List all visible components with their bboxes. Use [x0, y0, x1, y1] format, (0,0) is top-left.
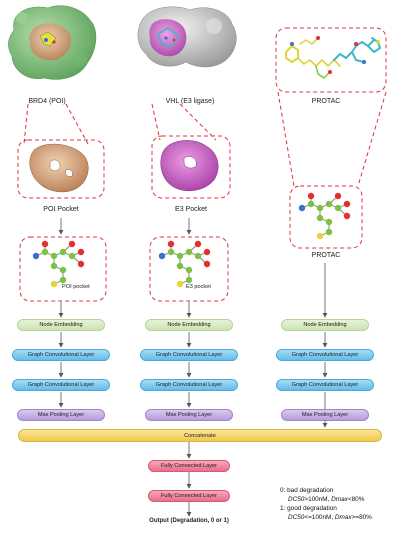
- output-label: Output (Degradation, 0 or 1): [149, 518, 229, 524]
- poi-graph-atom: [50, 262, 58, 270]
- e3-node-embedding: Node Embedding: [145, 319, 233, 331]
- flow-arrows: [58, 218, 328, 517]
- protac-graph-atom: [316, 214, 324, 222]
- poi-pocket-shape: [29, 143, 89, 193]
- e3-graph-atom: [176, 280, 184, 288]
- protac-graph-atom: [325, 200, 333, 208]
- poi-max-pooling: Max Pooling Layer: [17, 409, 105, 421]
- poi-graph-atom: [32, 252, 40, 260]
- protac-node-embedding: Node Embedding: [281, 319, 369, 331]
- e3-graph-atom: [203, 260, 211, 268]
- e3-graph-atom: [203, 248, 211, 256]
- protac-structure-box: [275, 27, 387, 93]
- protac-protein-label: PROTAC: [311, 98, 341, 105]
- protac-graph-atom: [325, 218, 333, 226]
- poi-graph-atom: [68, 252, 76, 260]
- e3-graph-box: [149, 236, 229, 302]
- protac-graph-atom: [316, 204, 324, 212]
- protac-gcn-layer-2: Graph Convolutional Layer: [276, 379, 374, 391]
- e3-graph-atom: [194, 252, 202, 260]
- poi-graph-atom: [59, 276, 67, 284]
- e3-pocket-box: [151, 135, 231, 199]
- protac-graph-atom: [343, 212, 351, 220]
- protac-graph-atom: [298, 204, 306, 212]
- poi-graph-atom: [68, 240, 76, 248]
- e3-graph-atom: [158, 252, 166, 260]
- e3-max-pooling: Max Pooling Layer: [145, 409, 233, 421]
- e3-graph-atom: [185, 266, 193, 274]
- protac-graph-atom: [325, 228, 333, 236]
- poi-pocket-box: [17, 139, 105, 199]
- e3-protein-label: VHL (E3 ligase): [165, 98, 215, 105]
- e3-pocket-shape: [160, 140, 219, 192]
- poi-molecular-graph: [32, 240, 85, 288]
- poi-graph-atom: [41, 248, 49, 256]
- protac-graph-atom: [334, 192, 342, 200]
- poi-gcn-layer-1: Graph Convolutional Layer: [12, 349, 110, 361]
- poi-graph-atom: [59, 248, 67, 256]
- e3-graph-atom: [176, 252, 184, 260]
- poi-protein-label: BRD4 (POI): [28, 98, 66, 105]
- e3-molecular-graph: [158, 240, 211, 288]
- fully-connected-layer-1: Fully Connected Layer: [148, 460, 230, 472]
- e3-gcn-layer-2: Graph Convolutional Layer: [140, 379, 238, 391]
- legend-bad-title: 0: bad degradation: [280, 487, 334, 494]
- poi-graph-atom: [50, 252, 58, 260]
- poi-node-embedding: Node Embedding: [17, 319, 105, 331]
- protac-graph-box: [289, 185, 363, 249]
- poi-gcn-layer-2: Graph Convolutional Layer: [12, 379, 110, 391]
- e3-pocket-label: E3 Pocket: [175, 206, 207, 213]
- protac-max-pooling: Max Pooling Layer: [281, 409, 369, 421]
- poi-graph-atom: [77, 260, 85, 268]
- poi-graph-atom: [50, 280, 58, 288]
- protac-graph-atom: [334, 204, 342, 212]
- e3-graph-atom: [185, 248, 193, 256]
- e3-gcn-layer-1: Graph Convolutional Layer: [140, 349, 238, 361]
- zoom-outlines: [23, 91, 387, 187]
- protac-graph-atom: [343, 200, 351, 208]
- vhl-protein-surface: [137, 6, 237, 68]
- e3-graph-atom: [167, 248, 175, 256]
- poi-graph-atom: [41, 240, 49, 248]
- legend-good-criteria: DC50<=100nM, Dmax>=80%: [288, 514, 372, 521]
- protac-molecular-graph: [298, 192, 351, 240]
- e3-graph-atom: [176, 262, 184, 270]
- legend-good-title: 1: good degradation: [280, 505, 337, 512]
- e3-graph-atom: [185, 276, 193, 284]
- protac-graph-atom: [307, 200, 315, 208]
- e3-graph-atom: [194, 240, 202, 248]
- fully-connected-layer-2: Fully Connected Layer: [148, 490, 230, 502]
- poi-graph-atom: [77, 248, 85, 256]
- legend-bad-criteria: DC50>100nM, Dmax<80%: [288, 496, 365, 503]
- e3-graph-label: E3 pocket: [186, 284, 211, 290]
- poi-graph-atom: [59, 266, 67, 274]
- protac-graph-atom: [307, 192, 315, 200]
- concatenate-layer: Concatenate: [18, 429, 382, 442]
- protac-graph-atom: [316, 232, 324, 240]
- brd4-protein-surface: [8, 5, 97, 80]
- e3-graph-atom: [167, 240, 175, 248]
- protac-graph-label: PROTAC: [311, 252, 341, 259]
- poi-pocket-label: POI Pocket: [43, 206, 79, 213]
- protac-gcn-layer-1: Graph Convolutional Layer: [276, 349, 374, 361]
- protac-structure: [285, 36, 381, 79]
- degradation-legend: 0: bad degradation DC50>100nM, Dmax<80% …: [280, 486, 372, 522]
- poi-graph-label: POI pocket: [62, 284, 90, 290]
